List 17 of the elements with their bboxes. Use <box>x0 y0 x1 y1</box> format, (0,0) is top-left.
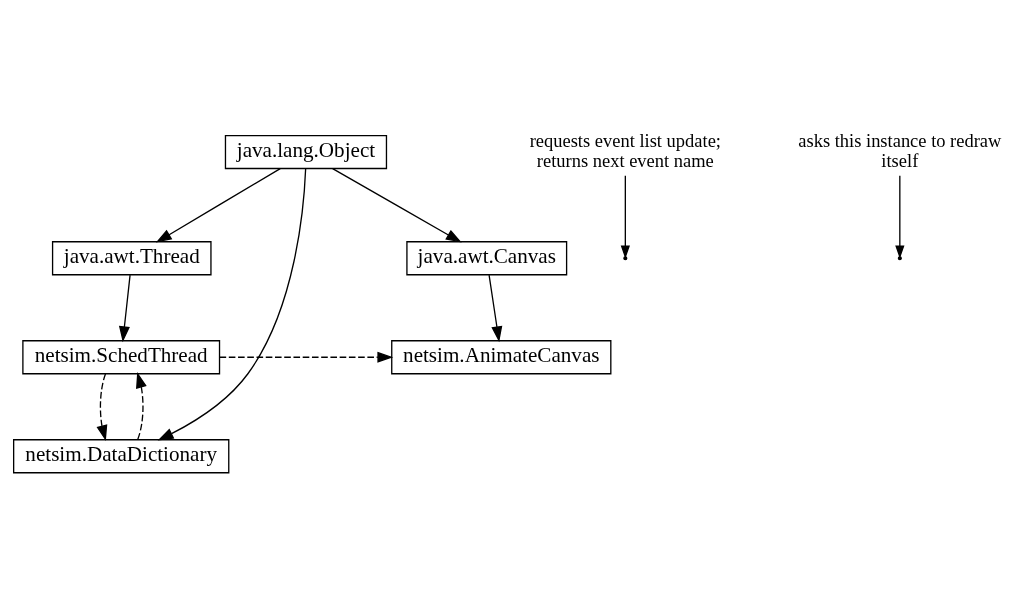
arrow <box>331 167 462 243</box>
arrow <box>157 167 307 441</box>
node-box: netsim.DataDictionary <box>13 438 230 473</box>
node-box: java.lang.Object <box>224 134 388 169</box>
arrow <box>218 351 394 363</box>
arrow <box>136 371 147 440</box>
node-text: requests event list update; returns next event name <box>529 130 721 171</box>
arrow <box>488 273 503 342</box>
arrow <box>118 273 131 342</box>
arrow <box>155 167 281 243</box>
arrow <box>620 174 630 259</box>
node-text: asks this instance to redraw itself <box>798 130 1002 171</box>
node-box: java.awt.Canvas <box>406 240 568 275</box>
node-box: java.awt.Thread <box>51 240 212 275</box>
arrow <box>96 372 108 441</box>
node-box: netsim.SchedThread <box>22 339 221 374</box>
node-box: netsim.AnimateCanvas <box>391 339 612 374</box>
